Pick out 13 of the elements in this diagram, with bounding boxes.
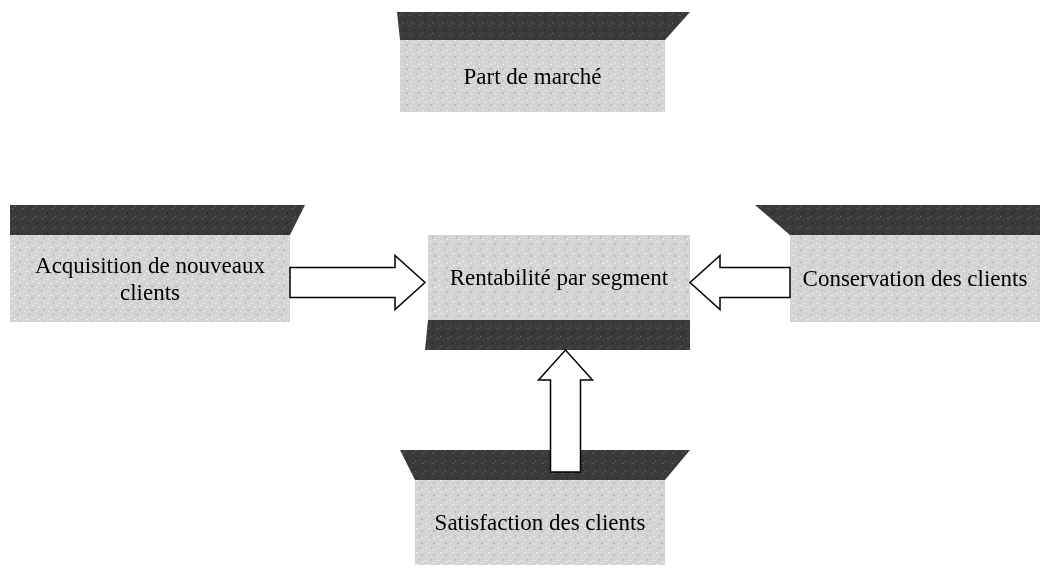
block-arrow bbox=[536, 348, 595, 473]
block-arrow bbox=[688, 253, 791, 312]
box-label: Satisfaction des clients bbox=[434, 509, 646, 536]
box-label: Conservation des clients bbox=[802, 265, 1028, 292]
box-label: Part de marché bbox=[463, 62, 602, 90]
process-box bbox=[10, 205, 305, 322]
process-box bbox=[425, 235, 690, 350]
process-box bbox=[400, 450, 690, 565]
box-label: Rentabilité par segment bbox=[449, 264, 669, 291]
process-box bbox=[397, 12, 690, 112]
block-arrow bbox=[289, 253, 427, 312]
box-label: Acquisition de nouveaux clients bbox=[34, 251, 266, 306]
process-box bbox=[755, 205, 1040, 322]
